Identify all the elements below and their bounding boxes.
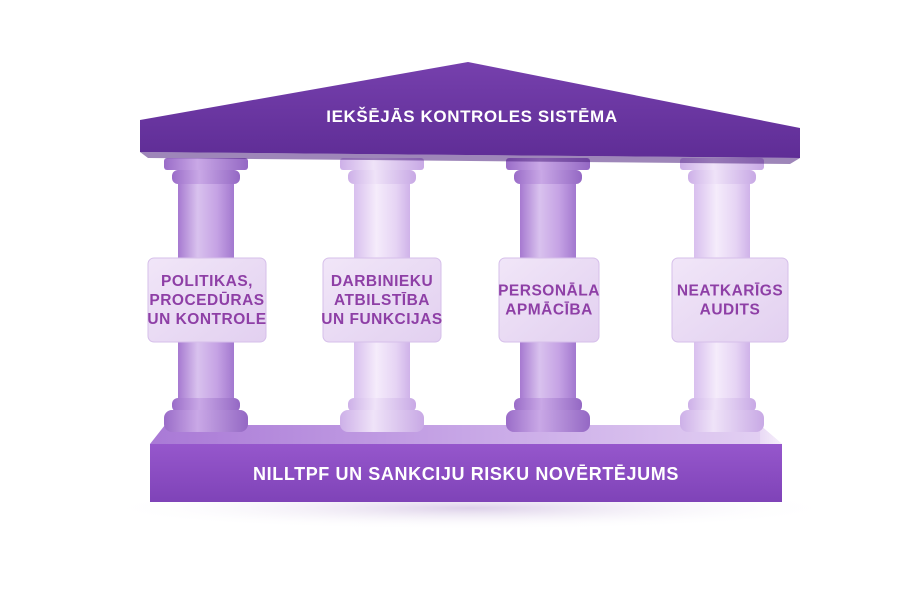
foundation-base: NILLTPF UN SANKCIJU RISKU NOVĒRTĒJUMS	[150, 425, 782, 502]
column-capital	[340, 158, 424, 170]
column-capital	[164, 158, 248, 170]
pillar-label-line: POLITIKAS,	[161, 273, 253, 290]
pillar-sign-4	[671, 257, 789, 343]
pillar-sign-1	[147, 257, 267, 343]
columns-group: POLITIKAS, PROCEDŪRAS UN KONTROLE DARBINIEK…	[147, 158, 789, 432]
pillar-label-line: UN FUNKCIJAS	[321, 311, 442, 328]
foundation-label: NILLTPF UN SANKCIJU RISKU NOVĒRTĒJUMS	[253, 464, 679, 484]
column-capital-ring	[688, 170, 756, 184]
column-1: POLITIKAS, PROCEDŪRAS UN KONTROLE	[147, 158, 267, 432]
pillar-sign-3	[498, 257, 600, 343]
column-base-ring	[348, 398, 416, 412]
column-plinth	[164, 410, 248, 432]
column-capital-ring	[348, 170, 416, 184]
pillar-label-line: APMĀCĪBA	[505, 302, 593, 319]
column-base-ring	[688, 398, 756, 412]
column-base-ring	[172, 398, 240, 412]
column-3: PERSONĀLA APMĀCĪBA	[498, 158, 600, 432]
column-capital-ring	[514, 170, 582, 184]
column-capital-ring	[172, 170, 240, 184]
roof-label: IEKŠĒJĀS KONTROLES SISTĒMA	[326, 107, 617, 126]
column-plinth	[340, 410, 424, 432]
column-base-ring	[514, 398, 582, 412]
pillar-label-line: PROCEDŪRAS	[149, 292, 264, 309]
column-plinth	[680, 410, 764, 432]
base-front-face	[150, 444, 782, 502]
pillar-label-line: PERSONĀLA	[498, 283, 600, 300]
pillar-label-line: UN KONTROLE	[147, 311, 266, 328]
column-2: DARBINIEKU ATBILSTĪBA UN FUNKCIJAS	[321, 158, 442, 432]
column-plinth	[506, 410, 590, 432]
pillar-label-line: NEATKARĪGS	[677, 283, 783, 300]
roof-underside	[140, 152, 800, 164]
roof-pediment	[140, 62, 800, 158]
pillar-label-line: DARBINIEKU	[331, 273, 433, 290]
roof: IEKŠĒJĀS KONTROLES SISTĒMA	[140, 62, 800, 164]
base-top-surface	[150, 425, 782, 444]
column-4: NEATKARĪGS AUDITS	[671, 158, 789, 432]
pillar-sign-2	[322, 257, 442, 343]
pillar-label-line: AUDITS	[700, 302, 761, 319]
pillar-label-line: ATBILSTĪBA	[334, 292, 430, 309]
